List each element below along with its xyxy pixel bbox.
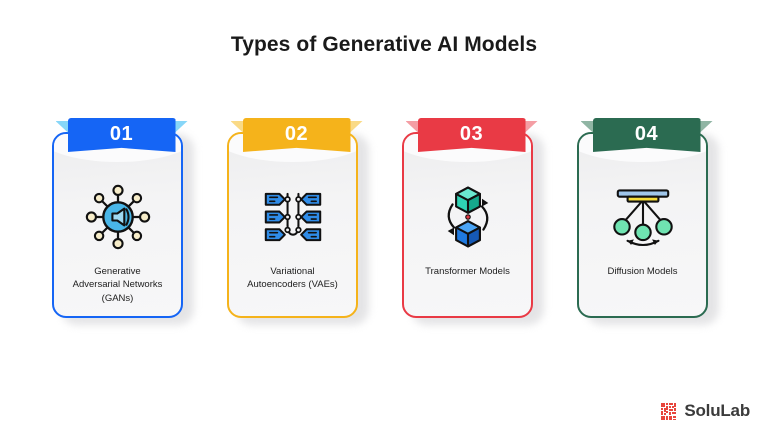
ribbon-body: 04 [592,118,701,152]
card-label-line: Diffusion Models [607,266,678,277]
transformer-cubes-cycle-icon [404,176,531,258]
card-label: Generative Adversarial Networks (GANs) [60,265,175,305]
card-body: Generative Adversarial Networks (GANs) [52,132,183,318]
ribbon-body: 03 [417,118,526,152]
page-title: Types of Generative AI Models [230,33,538,56]
card-body: Variational Autoencoders (VAEs) [227,132,358,318]
solulab-pixel-logo-icon [661,402,677,420]
card-body: Transformer Models [402,132,533,318]
card-body: Diffusion Models [577,132,708,318]
ribbon-tail-right [173,121,188,134]
card-label-line: Adversarial Networks [72,279,163,291]
card-number: 02 [284,122,309,145]
ribbon-tail-right [523,121,538,134]
card-number: 01 [109,122,134,145]
card-label-line: Generative [94,266,141,277]
card-number: 03 [459,122,484,145]
ribbon-tail-right [348,121,363,134]
card-transformers[interactable]: Transformer Models 03 [402,118,544,328]
card-ribbon: 01 [55,118,188,152]
cards-row: Generative Adversarial Networks (GANs) 0… [0,118,768,328]
ribbon-body: 01 [67,118,176,152]
variational-autoencoder-icon [229,176,356,258]
solulab-logo[interactable]: SoluLab [661,401,750,421]
card-label: Transformer Models [410,265,525,278]
card-label-line: Variational [270,266,315,277]
card-label-line: Autoencoders (VAEs) [247,279,338,291]
diffusion-pendulum-icon [579,176,706,258]
card-vaes[interactable]: Variational Autoencoders (VAEs) 02 [227,118,369,328]
card-label-line: Transformer Models [425,266,510,277]
card-diffusion[interactable]: Diffusion Models 04 [577,118,719,328]
card-gans[interactable]: Generative Adversarial Networks (GANs) 0… [52,118,194,328]
card-number: 04 [634,122,659,145]
card-label: Diffusion Models [585,265,700,278]
ribbon-body: 02 [242,118,351,152]
gan-network-megaphone-icon [54,176,181,258]
card-ribbon: 03 [405,118,538,152]
logo-text: SoluLab [684,401,750,420]
card-ribbon: 02 [230,118,363,152]
card-label: Variational Autoencoders (VAEs) [235,265,350,292]
card-label-line: (GANs) [101,292,134,304]
card-ribbon: 04 [580,118,713,152]
ribbon-tail-right [698,121,713,134]
